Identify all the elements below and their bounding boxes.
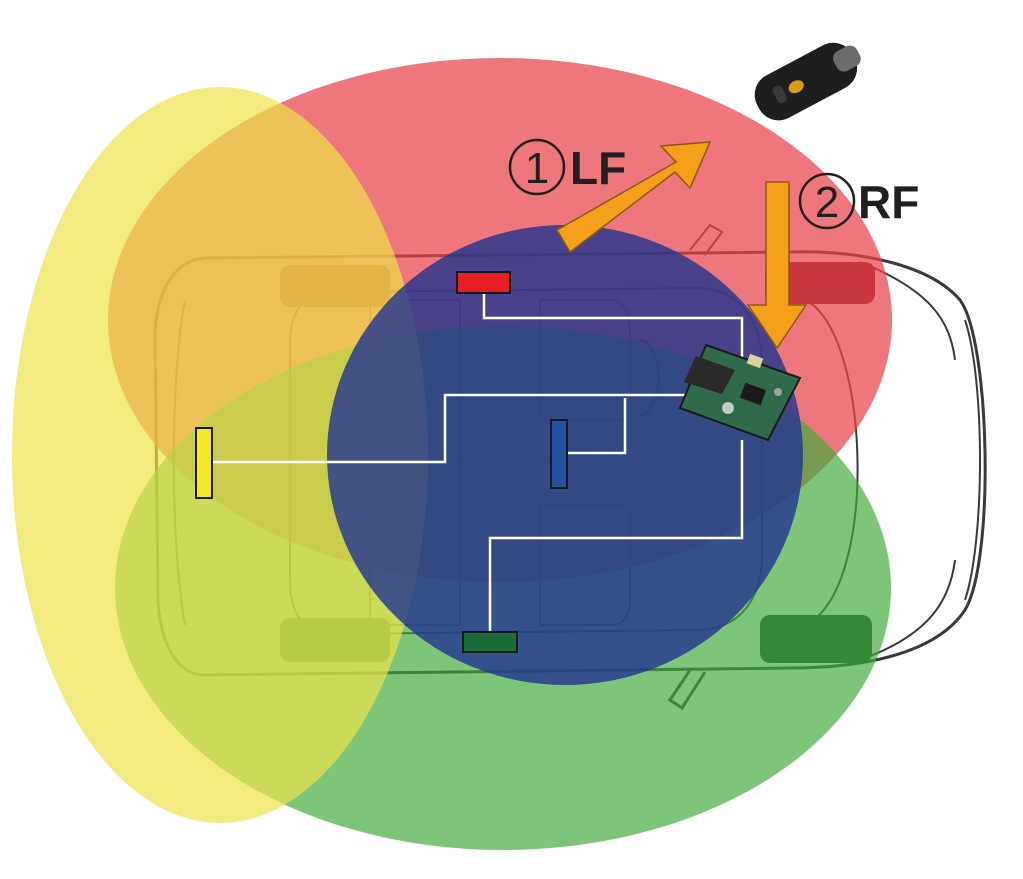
- antenna-red: [456, 271, 511, 294]
- ecu-connector: [684, 356, 735, 394]
- antenna-yellow: [195, 427, 213, 499]
- step2-text: RF: [858, 176, 919, 228]
- arrow-rf: [746, 181, 808, 350]
- wire-yellow: [212, 393, 700, 464]
- step1-circle: [508, 138, 566, 196]
- ecu-chip: [739, 382, 767, 406]
- step1-label: 1 LF: [508, 138, 626, 196]
- ecu-module: [678, 343, 802, 442]
- step2-circle: [798, 172, 856, 230]
- hood-line-bottom: [859, 559, 956, 661]
- antennas: [195, 271, 568, 653]
- key-fob-blade: [833, 45, 861, 72]
- signal-arrows: [555, 141, 808, 350]
- coverage-zones: [12, 58, 892, 850]
- wire-red: [482, 293, 744, 365]
- antenna-blue: [550, 419, 568, 489]
- ecu-capacitor: [722, 402, 734, 414]
- wiring: [212, 293, 744, 632]
- wire-green: [488, 440, 744, 632]
- key-fob: [754, 42, 861, 121]
- antenna-green: [462, 631, 518, 653]
- yellow-zone: [12, 87, 428, 823]
- key-fob-button: [772, 85, 788, 104]
- step2-number: 2: [815, 178, 839, 227]
- arrow-lf: [555, 141, 712, 254]
- ecu-capacitor-2: [774, 388, 782, 396]
- wire-blue: [568, 398, 627, 455]
- step1-text: LF: [570, 142, 626, 194]
- step2-label: 2 RF: [798, 172, 919, 230]
- step1-number: 1: [525, 144, 549, 193]
- ecu-component: [746, 353, 764, 369]
- key-fob-logo: [788, 80, 804, 94]
- front-bumper: [964, 319, 981, 601]
